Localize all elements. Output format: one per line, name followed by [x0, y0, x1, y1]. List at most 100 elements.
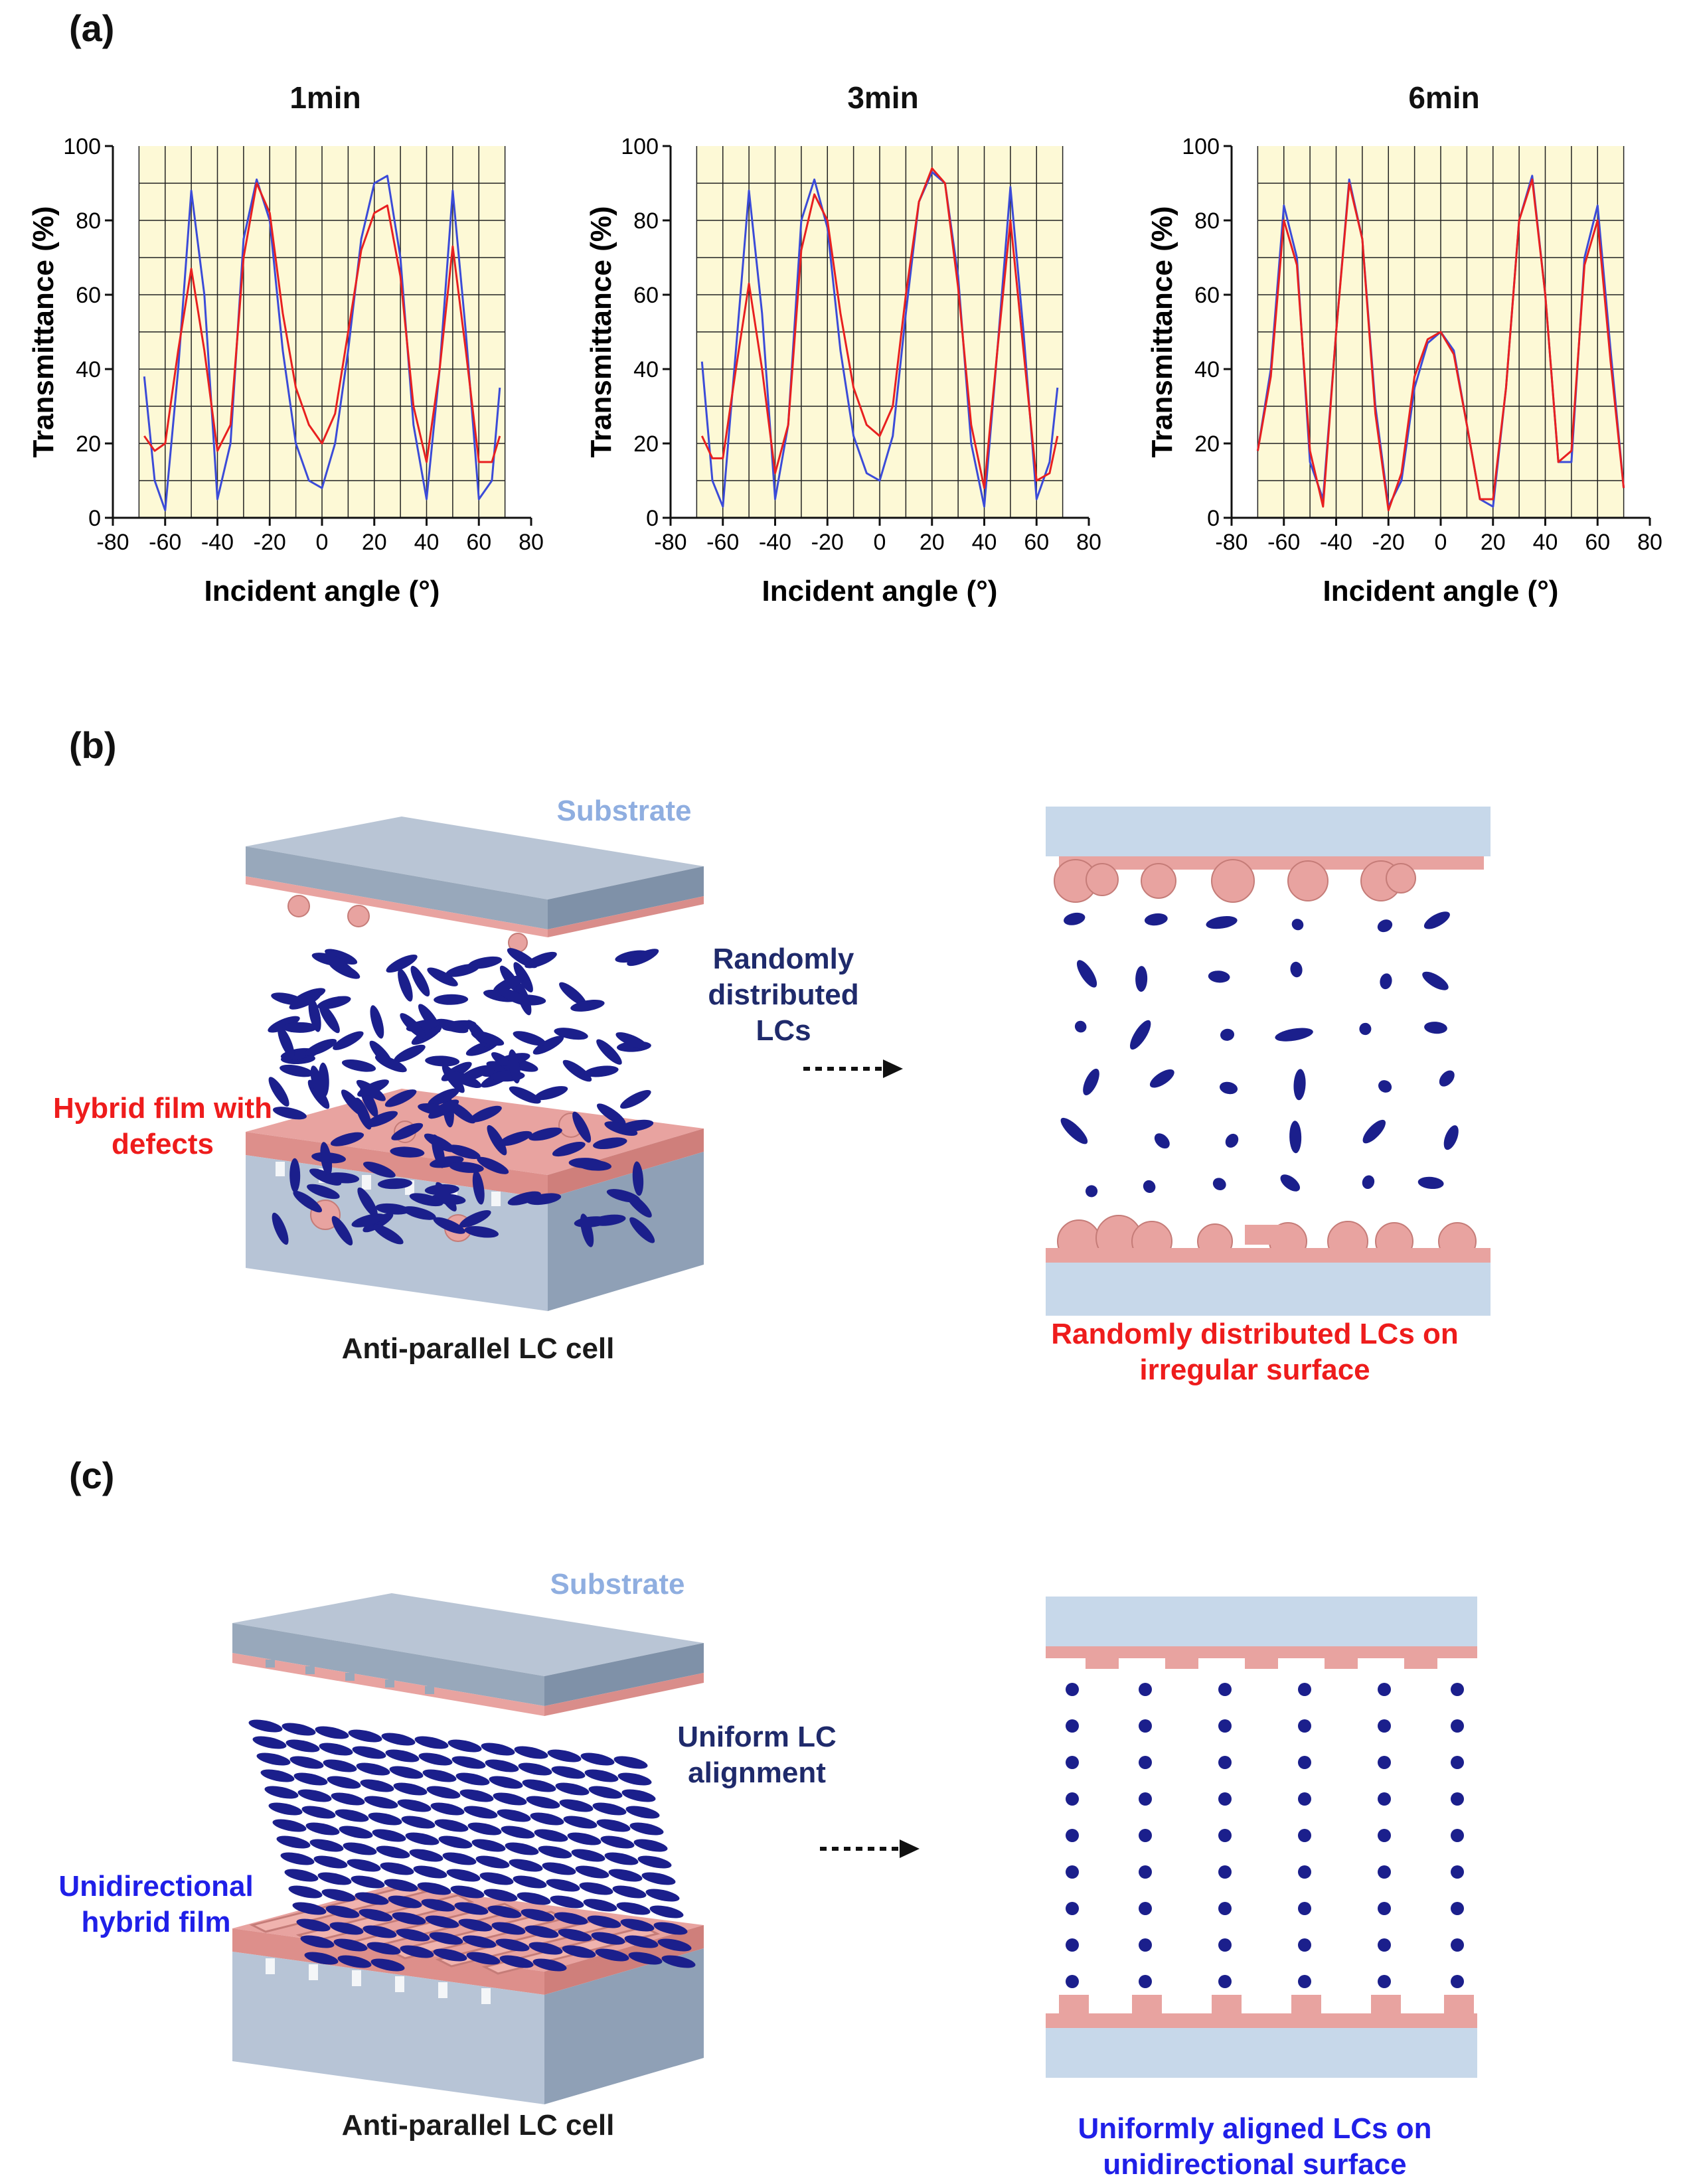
lc-molecule: [438, 1835, 473, 1849]
lc-molecule: [410, 965, 430, 997]
lc-dot: [1451, 1792, 1464, 1806]
lc-molecule: [1280, 1174, 1301, 1192]
y-tick-label: 80: [633, 208, 659, 234]
y-tick-label: 60: [76, 283, 101, 308]
lc-molecule: [278, 1026, 295, 1059]
grooves-front: [266, 1958, 491, 2004]
lc-molecule: [625, 1806, 660, 1819]
lc-molecule: [449, 1162, 484, 1173]
groove: [395, 1976, 404, 1992]
lc-molecule: [360, 1779, 394, 1792]
lc-molecule: [280, 1852, 315, 1865]
lc-molecule: [604, 1852, 639, 1865]
lc-molecule: [393, 1782, 428, 1796]
x-tick-label: -60: [149, 530, 181, 555]
y-tick-label: 100: [63, 134, 101, 159]
lc-molecule: [1275, 1028, 1313, 1042]
lc-molecule: [596, 1819, 631, 1832]
sphere: [1287, 860, 1329, 901]
lc-molecule: [572, 1158, 607, 1171]
substrate-label: Substrate: [550, 1568, 685, 1600]
lc-molecule: [641, 1872, 676, 1885]
x-tick-label: -20: [1372, 530, 1405, 555]
lc-molecule: [409, 1193, 443, 1207]
lc-molecule: [499, 1131, 532, 1146]
lc-molecule: [559, 1799, 594, 1812]
x-tick-label: 0: [316, 530, 329, 555]
lc-molecule: [341, 1059, 376, 1072]
lc-molecule: [284, 1869, 319, 1882]
lc-dot: [1066, 1938, 1079, 1952]
lc-molecule: [337, 1955, 372, 1968]
lc-molecule: [451, 1756, 486, 1769]
x-tick-label: 20: [362, 530, 387, 555]
x-tick-label: 40: [972, 530, 997, 555]
lc-molecule: [1064, 912, 1086, 925]
lc-molecule: [526, 1796, 560, 1809]
random-lcs-xs: [1060, 911, 1459, 1198]
lc-molecule: [310, 1065, 324, 1099]
lc-molecule: [308, 998, 321, 1032]
lc-molecule: [657, 1938, 692, 1952]
lc-molecule: [343, 1842, 377, 1855]
lc-molecule: [373, 1224, 404, 1245]
lc-molecule: [450, 1885, 485, 1899]
lc-molecule: [624, 1935, 659, 1948]
lc-dot: [1378, 1683, 1391, 1696]
lc-molecule: [563, 1816, 598, 1829]
lc-molecule: [289, 1756, 324, 1769]
lc-molecule: [273, 1107, 307, 1120]
x-tick-label: 80: [1637, 530, 1662, 555]
groove: [276, 1162, 285, 1176]
top-substrate-side: [544, 1643, 704, 1706]
lc-molecule: [505, 1842, 539, 1855]
lc-molecule: [305, 1038, 337, 1056]
lc-dot: [1066, 1683, 1079, 1696]
lc-dot: [1451, 1829, 1464, 1842]
x-tick-label: 60: [1024, 530, 1049, 555]
x-tick-label: 40: [414, 530, 440, 555]
lc-dot: [1218, 1829, 1232, 1842]
lc-dot: [1378, 1792, 1391, 1806]
film-label: Unidirectional hybrid film: [58, 1870, 254, 1938]
lc-molecule: [459, 1789, 494, 1802]
lc-molecule: [615, 1032, 648, 1050]
top-film-side: [548, 896, 704, 937]
lc-molecule: [385, 1749, 420, 1762]
sphere: [1386, 863, 1416, 894]
lc-molecule: [363, 1161, 396, 1178]
lc-molecule: [593, 1137, 627, 1150]
lc-dot: [1139, 1792, 1152, 1806]
lc-molecule: [485, 1759, 519, 1772]
lc-molecule: [400, 1945, 434, 1958]
lc-dot: [1298, 1865, 1311, 1879]
lc-molecule: [464, 1226, 499, 1238]
bottom-substrate-front: [232, 1952, 544, 2104]
lc-molecule: [528, 1127, 562, 1141]
lc-molecule: [363, 1925, 397, 1938]
x-tick-label: -60: [706, 530, 739, 555]
lc-molecule: [1060, 1117, 1088, 1144]
lc-molecule: [542, 1862, 576, 1875]
bottom-substrate: [1046, 1263, 1491, 1316]
lc-molecule: [356, 1079, 386, 1101]
lc-molecule: [449, 1071, 482, 1089]
lc-molecule: [538, 1845, 572, 1859]
lc-dot: [1451, 1938, 1464, 1952]
lc-molecule: [425, 1915, 459, 1928]
x-axis-label: Incident angle (°): [762, 575, 998, 607]
lc-molecule: [374, 1055, 407, 1073]
lc-dot: [1298, 1938, 1311, 1952]
lc-molecule: [550, 1895, 584, 1909]
lc-dot: [1298, 1683, 1311, 1696]
lc-molecule: [352, 1746, 386, 1759]
y-tick-label: 80: [76, 208, 101, 234]
lc-molecule: [333, 1031, 364, 1050]
lc-molecule: [433, 1948, 467, 1962]
lc-molecule: [584, 1065, 619, 1077]
lc-dot: [1378, 1756, 1391, 1769]
lc-molecule: [401, 1816, 436, 1829]
bottom-substrate: [1046, 2028, 1477, 2078]
lc-dot: [1218, 1683, 1232, 1696]
